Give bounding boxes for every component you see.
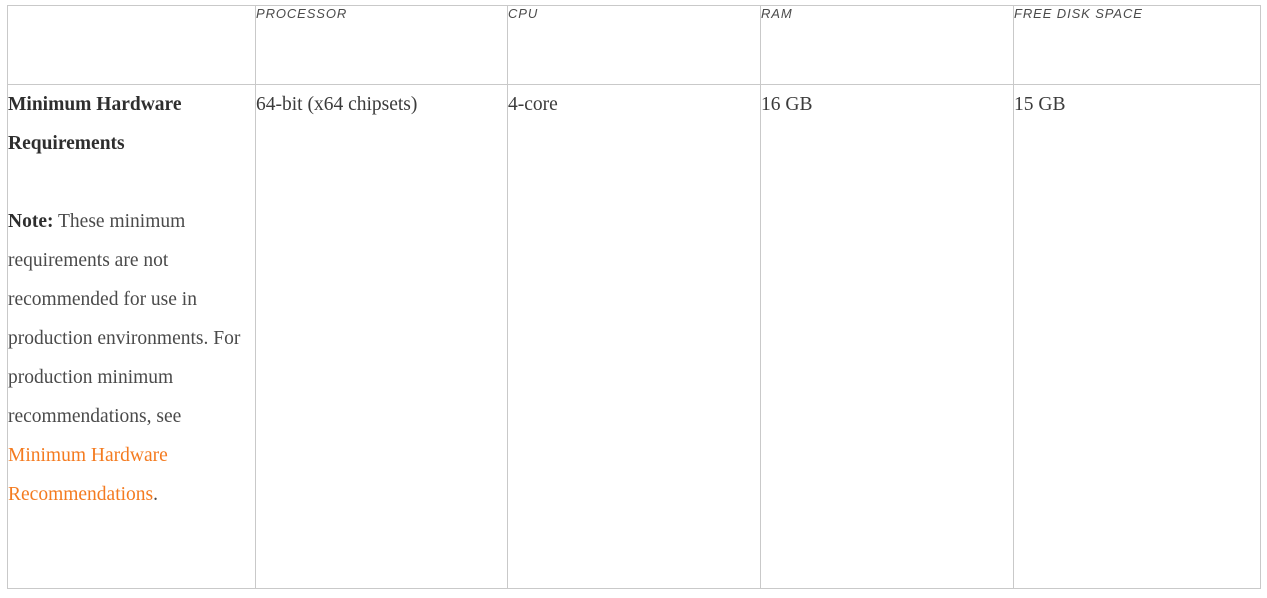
- table-header-corner: [7, 5, 256, 85]
- cell-ram: 16 GB: [760, 84, 1014, 589]
- table-header-ram: RAM: [760, 5, 1014, 85]
- cell-free-disk-space: 15 GB: [1013, 84, 1261, 589]
- note-text: These minimum requirements are not recom…: [8, 211, 241, 427]
- minimum-hardware-requirements-table: PROCESSOR CPU RAM FREE DISK SPACE Minimu…: [7, 5, 1261, 589]
- note-trailing-period: .: [153, 484, 159, 505]
- minimum-hardware-recommendations-link[interactable]: Minimum Hardware Recommendations: [8, 445, 168, 505]
- table-body: Minimum Hardware Requirements Note: Thes…: [7, 84, 1261, 589]
- table-row: Minimum Hardware Requirements Note: Thes…: [7, 84, 1261, 589]
- cell-cpu: 4-core: [507, 84, 761, 589]
- row-label-title: Minimum Hardware Requirements: [8, 94, 182, 154]
- cell-processor: 64-bit (x64 chipsets): [255, 84, 508, 589]
- note-label: Note:: [8, 211, 54, 232]
- requirements-table-container: PROCESSOR CPU RAM FREE DISK SPACE Minimu…: [7, 5, 1261, 589]
- table-header-row: PROCESSOR CPU RAM FREE DISK SPACE: [7, 5, 1261, 85]
- row-note: Note: These minimum requirements are not…: [8, 202, 255, 514]
- table-header-free-disk-space: FREE DISK SPACE: [1013, 5, 1261, 85]
- table-header: PROCESSOR CPU RAM FREE DISK SPACE: [7, 5, 1261, 85]
- table-header-cpu: CPU: [507, 5, 761, 85]
- paragraph-spacer: [8, 163, 255, 202]
- row-label-cell: Minimum Hardware Requirements Note: Thes…: [7, 84, 256, 589]
- table-header-processor: PROCESSOR: [255, 5, 508, 85]
